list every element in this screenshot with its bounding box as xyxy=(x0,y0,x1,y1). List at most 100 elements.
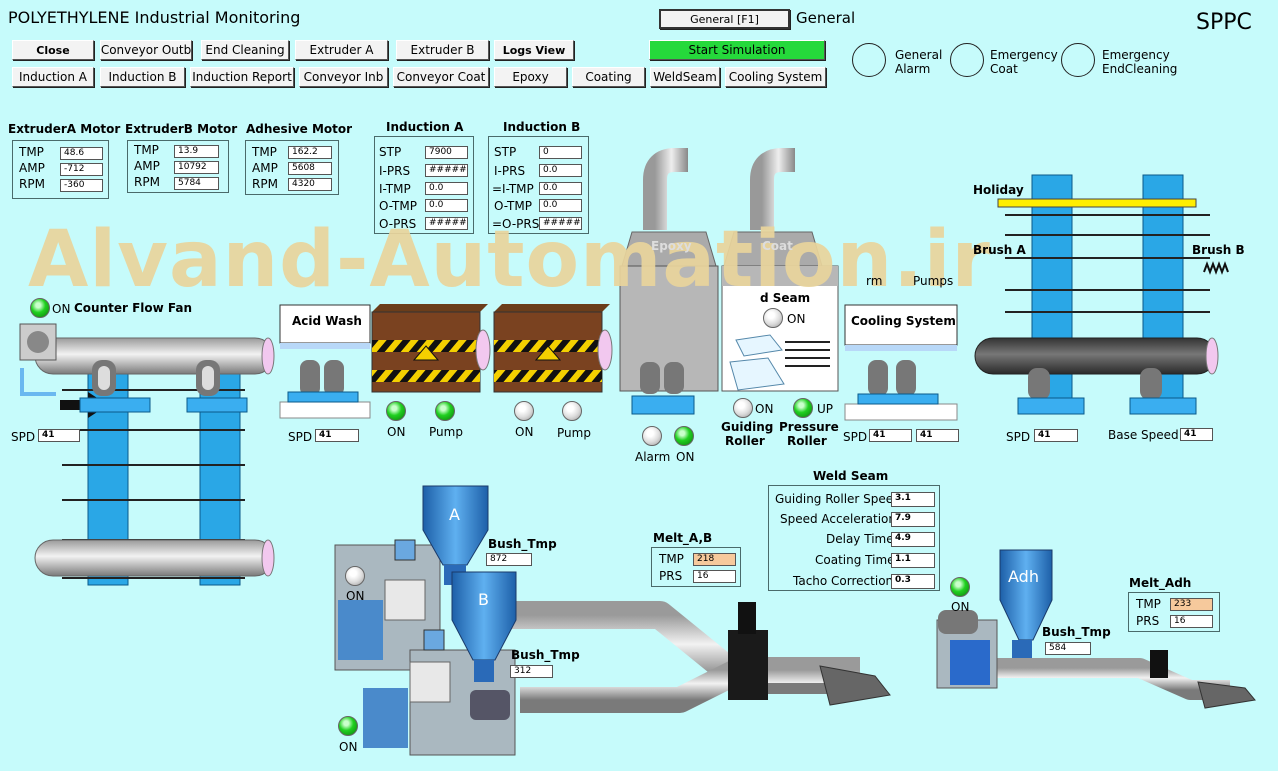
bush-adh-value: 584 xyxy=(1045,642,1091,655)
start-simulation-button[interactable]: Start Simulation xyxy=(649,40,825,60)
acid-wash-unit xyxy=(279,304,371,419)
induction-b-title: Induction B xyxy=(503,120,581,134)
logs-view-button[interactable]: Logs View xyxy=(494,40,574,60)
emergency-endcleaning-indicator xyxy=(1061,43,1095,77)
weld-seam-panel: Guiding Roller Speed Speed Acceleration … xyxy=(768,485,940,591)
extrudera-motor-title: ExtruderA Motor xyxy=(8,122,121,136)
inbound-speed: 41 xyxy=(38,429,80,442)
counter-flow-fan-on: ON xyxy=(52,302,71,316)
induction-a-stp: 7900 xyxy=(425,146,468,159)
adhesive-extruder-led xyxy=(950,577,970,597)
general-alarm-indicator xyxy=(852,43,886,77)
melt-ab-title: Melt_A,B xyxy=(653,531,713,545)
cooling-speed-1: 41 xyxy=(869,429,912,442)
induction-b-stp: 0 xyxy=(539,146,582,159)
melt-adh-title: Melt_Adh xyxy=(1129,576,1192,590)
induction-a-button[interactable]: Induction A xyxy=(12,67,94,87)
melt-ab-tmp: 218 xyxy=(693,553,736,566)
extruder-b-led xyxy=(338,716,358,736)
melt-adh-panel: TMP PRS 233 16 xyxy=(1128,592,1220,632)
epoxy-label: Epoxy xyxy=(651,239,692,253)
inbound-conveyor xyxy=(19,323,275,586)
extrudera-motor-panel: TMP AMP RPM 48.6 -712 -360 xyxy=(12,140,109,199)
induction-b-on-led xyxy=(514,401,534,421)
induction-b-iprs: 0.0 xyxy=(539,164,582,177)
adhesive-amp-value: 5608 xyxy=(288,162,332,175)
cooling-speed-2: 41 xyxy=(916,429,959,442)
adhesive-rpm-value: 4320 xyxy=(288,178,332,191)
app-title: POLYETHYLENE Industrial Monitoring xyxy=(8,8,301,27)
outbound-speed: 41 xyxy=(1034,429,1078,442)
melt-ab-prs: 16 xyxy=(693,570,736,583)
general-label: General xyxy=(796,9,856,27)
induction-a-pump-led xyxy=(435,401,455,421)
induction-a-itmp: 0.0 xyxy=(425,182,468,195)
acid-wash-speed: 41 xyxy=(315,429,359,442)
brand-label: SPPC xyxy=(1196,10,1252,35)
counter-flow-fan-label: Counter Flow Fan xyxy=(74,301,193,315)
extruder-b-button[interactable]: Extruder B xyxy=(396,40,489,60)
extruderb-rpm-value: 5784 xyxy=(174,177,219,190)
hopper-adh-label: Adh xyxy=(1008,567,1039,586)
guiding-roller-speed-value: 3.1 xyxy=(891,492,935,507)
induction-furnaces xyxy=(371,304,613,393)
epoxy-alarm-led xyxy=(642,426,662,446)
induction-a-panel: STP I-PRS I-TMP O-TMP O-PRS 7900 ###### … xyxy=(374,136,474,234)
induction-b-pump-led xyxy=(562,401,582,421)
conveyor-outb-button[interactable]: Conveyor Outb xyxy=(100,40,192,60)
extrudera-tmp-value: 48.6 xyxy=(60,147,103,160)
bush-a-label: Bush_Tmp xyxy=(488,537,557,551)
hopper-a-label: A xyxy=(449,505,460,524)
epoxy-coat-booths xyxy=(619,148,839,415)
extruderb-motor-panel: TMP AMP RPM 13.9 10792 5784 xyxy=(127,140,229,193)
pressure-roller-led xyxy=(793,398,813,418)
coating-button[interactable]: Coating xyxy=(572,67,645,87)
extruder-section xyxy=(334,485,1256,756)
extrudera-rpm-value: -360 xyxy=(60,179,103,192)
cooling-system-button[interactable]: Cooling System xyxy=(725,67,826,87)
weld-seam-title: Weld Seam xyxy=(813,469,889,483)
weld-seam-led xyxy=(763,308,783,328)
rm-partial-label: rm xyxy=(866,274,883,288)
melt-ab-panel: TMP PRS 218 16 xyxy=(651,547,741,587)
extruder-a-button[interactable]: Extruder A xyxy=(295,40,388,60)
melt-adh-prs: 16 xyxy=(1170,615,1213,628)
extruderb-tmp-value: 13.9 xyxy=(174,145,219,158)
epoxy-button[interactable]: Epoxy xyxy=(494,67,567,87)
counter-flow-fan-led xyxy=(30,298,50,318)
adhesive-tmp-value: 162.2 xyxy=(288,146,332,159)
coating-time-value: 1.1 xyxy=(891,553,935,568)
conveyor-inb-button[interactable]: Conveyor Inb xyxy=(299,67,388,87)
close-button[interactable]: Close xyxy=(12,40,94,60)
delay-time-value: 4.9 xyxy=(891,532,935,547)
guiding-roller-led xyxy=(733,398,753,418)
cooling-system-unit xyxy=(844,304,958,421)
induction-a-otmp: 0.0 xyxy=(425,199,468,212)
adhesive-motor-title: Adhesive Motor xyxy=(246,122,353,136)
hopper-b-label: B xyxy=(478,590,489,609)
weld-seam-label: d Seam xyxy=(760,291,811,305)
extruder-a-led xyxy=(345,566,365,586)
end-cleaning-button[interactable]: End Cleaning xyxy=(201,40,289,60)
weldseam-button[interactable]: WeldSeam xyxy=(650,67,720,87)
bush-b-value: 312 xyxy=(510,665,553,678)
induction-b-itmp: 0.0 xyxy=(539,182,582,195)
induction-b-button[interactable]: Induction B xyxy=(100,67,185,87)
induction-b-otmp: 0.0 xyxy=(539,199,582,212)
induction-report-button[interactable]: Induction Report xyxy=(190,67,294,87)
induction-a-iprs: ###### xyxy=(425,164,468,177)
induction-a-on-led xyxy=(386,401,406,421)
outbound-conveyor xyxy=(974,174,1229,415)
general-f1-button[interactable]: General [F1] xyxy=(659,9,790,29)
bush-adh-label: Bush_Tmp xyxy=(1042,625,1111,639)
base-speed-value: 41 xyxy=(1180,428,1213,441)
brush-b-label: Brush B xyxy=(1192,243,1245,257)
acid-wash-label: Acid Wash xyxy=(292,314,362,328)
epoxy-on-led xyxy=(674,426,694,446)
conveyor-coat-button[interactable]: Conveyor Coat xyxy=(393,67,489,87)
holiday-label: Holiday xyxy=(973,183,1024,197)
brush-a-label: Brush A xyxy=(973,243,1026,257)
